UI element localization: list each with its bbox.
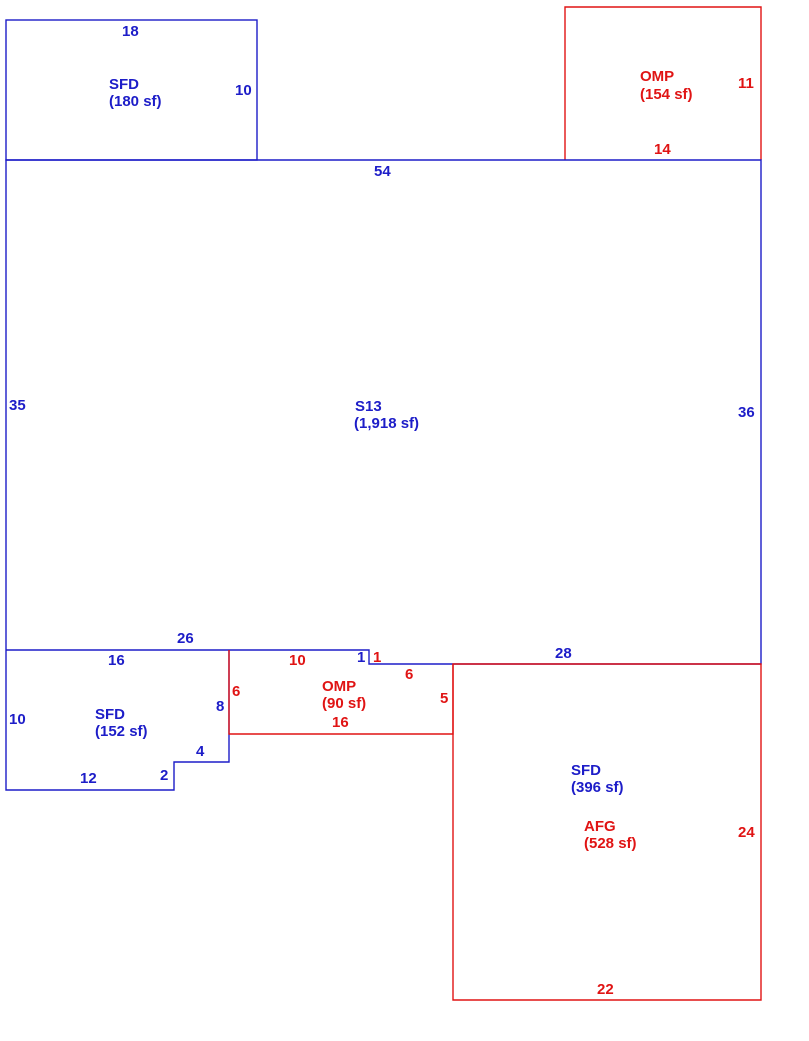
- dim-main-bottom-left: 26: [177, 630, 194, 647]
- dim-sfd-bl-bottom: 12: [80, 770, 97, 787]
- dim-main-top-width: 54: [374, 163, 391, 180]
- sfd-bottom-left-outline: [5, 650, 230, 791]
- dim-omp-top-height: 11: [738, 75, 754, 92]
- omp-bottom-code: OMP: [322, 678, 356, 695]
- dim-step-small-red: 1: [373, 649, 381, 666]
- dim-omp-top-width: 14: [654, 141, 671, 158]
- s13-main-code: S13: [355, 398, 382, 415]
- sfd-bl-area: (152 sf): [95, 723, 148, 740]
- dim-sfd-bl-top: 16: [108, 652, 125, 669]
- dim-main-left-height: 35: [9, 397, 26, 414]
- dim-omp-b-top: 10: [289, 652, 306, 669]
- omp-top-code: OMP: [640, 68, 674, 85]
- s13-main-area: (1,918 sf): [354, 415, 419, 432]
- sfd-br-area: (396 sf): [571, 779, 624, 796]
- dim-step-small-blue: 1: [357, 649, 365, 666]
- sfd-br-code: SFD: [571, 762, 601, 779]
- afg-code: AFG: [584, 818, 616, 835]
- dim-main-right-height: 36: [738, 404, 755, 421]
- sfd-top-code: SFD: [109, 76, 139, 93]
- afg-area: (528 sf): [584, 835, 637, 852]
- dim-afg-bottom: 22: [597, 981, 614, 998]
- omp-top-area: (154 sf): [640, 86, 693, 103]
- afg-outline: [452, 663, 762, 1001]
- dim-sfd-top-width: 18: [122, 23, 139, 40]
- sfd-top-area: (180 sf): [109, 93, 162, 110]
- dim-sfd-top-height: 10: [235, 82, 252, 99]
- s13-main-outline: [5, 159, 762, 665]
- sfd-bl-code: SFD: [95, 706, 125, 723]
- dim-sfd-bl-notch-w: 4: [196, 743, 205, 760]
- dim-sfd-bl-right: 8: [216, 698, 224, 715]
- dim-omp-b-right: 5: [440, 690, 448, 707]
- dim-omp-b-step: 6: [405, 666, 413, 683]
- omp-bottom-area: (90 sf): [322, 695, 366, 712]
- omp-top-outline: [564, 6, 762, 160]
- dim-omp-b-left: 6: [232, 683, 240, 700]
- dim-sfd-bl-notch-h: 2: [160, 767, 168, 784]
- dim-main-bottom-right: 28: [555, 645, 572, 662]
- dim-afg-right: 24: [738, 824, 755, 841]
- dim-omp-b-bottom: 16: [332, 714, 349, 731]
- dim-sfd-bl-left: 10: [9, 711, 26, 728]
